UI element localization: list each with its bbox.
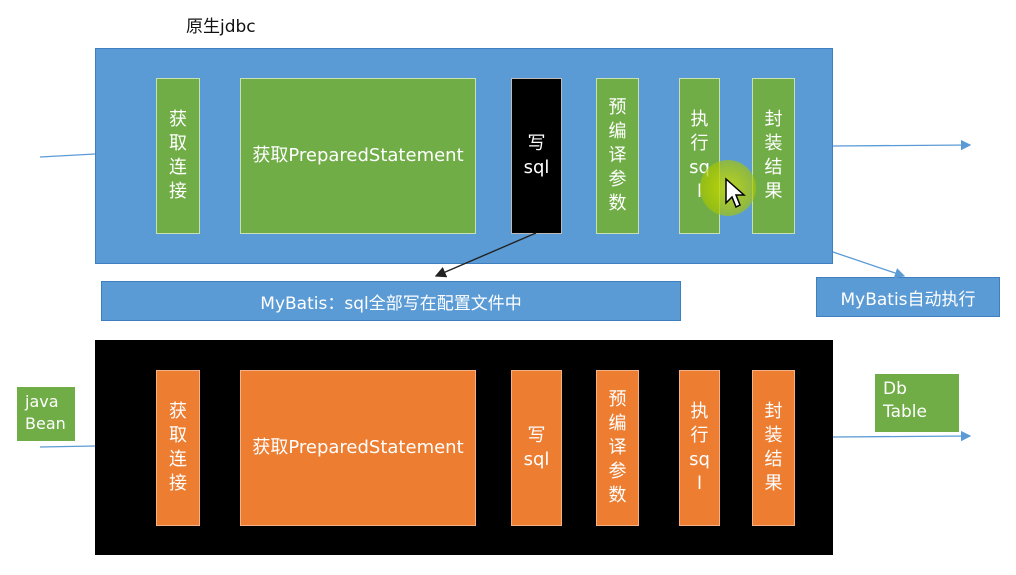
mybatis-config-banner: MyBatis：sql全部写在配置文件中	[101, 281, 681, 321]
bottom-output-arrow	[832, 430, 972, 442]
bottom-get-connection-box: 获 取 连 接	[156, 370, 200, 526]
auto-exec-arrow	[832, 251, 906, 279]
bottom-execute-sql-box: 执 行 sq l	[679, 370, 720, 526]
diagram-title: 原生jdbc	[186, 17, 256, 37]
top-precompile-box: 预 编 译 参 数	[596, 78, 639, 234]
top-execute-sql-box: 执 行 sq l	[679, 78, 720, 234]
top-write-sql-box: 写 sql	[511, 78, 562, 234]
bottom-get-statement-box: 获取PreparedStatement	[240, 370, 476, 526]
top-output-arrow	[832, 139, 972, 151]
java-bean-label: java Bean	[17, 387, 75, 441]
bottom-wrap-result-box: 封 装 结 果	[752, 370, 795, 526]
sql-to-config-arrow	[434, 232, 537, 278]
top-input-line	[39, 153, 96, 158]
top-wrap-result-box: 封 装 结 果	[752, 78, 795, 234]
db-table-label: Db Table	[875, 374, 959, 432]
bottom-input-line	[39, 445, 96, 448]
cursor-icon	[725, 177, 746, 209]
top-get-connection-box: 获 取 连 接	[156, 78, 200, 234]
top-get-statement-box: 获取PreparedStatement	[240, 78, 476, 234]
bottom-write-sql-box: 写 sql	[511, 370, 562, 526]
bottom-precompile-box: 预 编 译 参 数	[596, 370, 639, 526]
mybatis-auto-exec-label: MyBatis自动执行	[816, 277, 1000, 317]
